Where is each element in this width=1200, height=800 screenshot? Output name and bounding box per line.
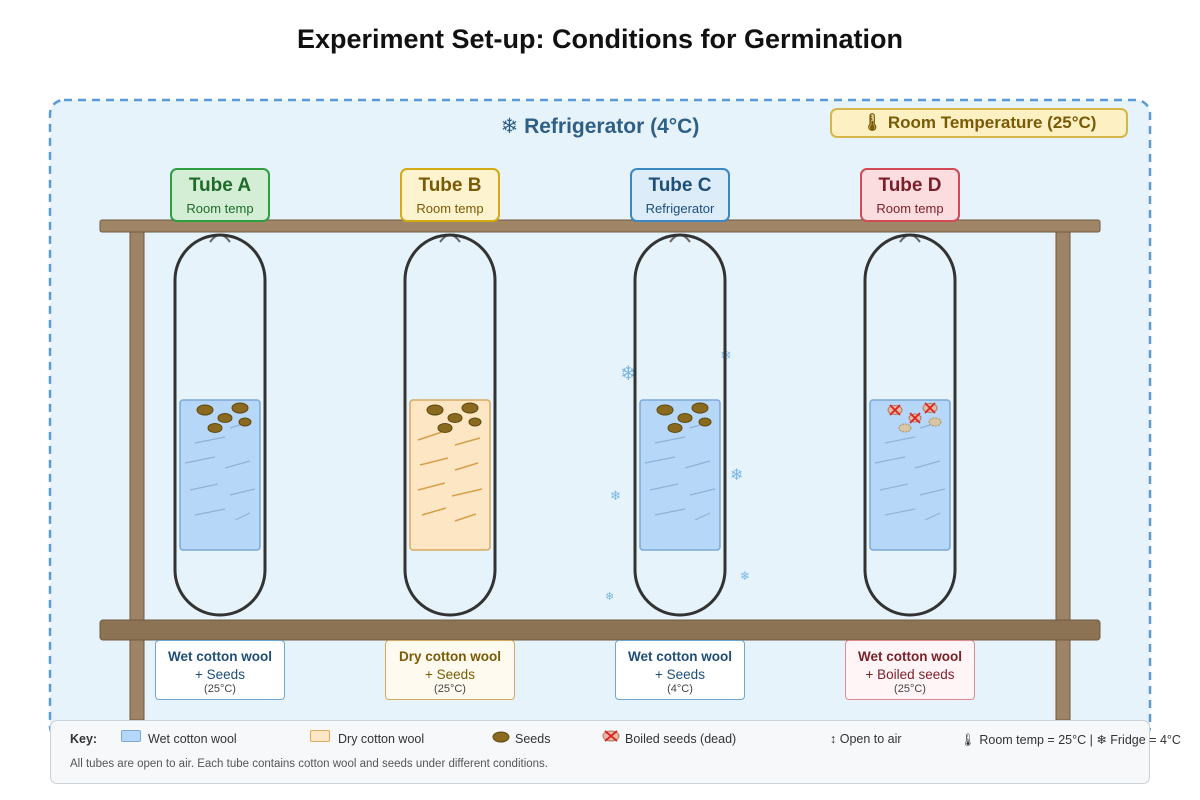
tube-a-glass [173,233,267,617]
room-temperature-badge: 🌡 Room Temperature (25°C) [830,108,1128,138]
wet-cotton-swatch [121,730,141,742]
key-note: All tubes are open to air. Each tube con… [70,758,548,770]
refrigerator-label: ❄ Refrigerator (4°C) [500,115,700,138]
tube-setting: Room temp [876,201,944,216]
seed [667,423,683,433]
refrigerator-zone [48,98,1152,742]
key-dry-label: Dry cotton wool [338,732,425,746]
condition-contents: + Boiled seeds [865,667,955,682]
page-title: Experiment Set-up: Conditions for Germin… [296,24,904,54]
seed [447,413,463,423]
condition-temp: (25°C) [434,683,466,695]
tube-a-cotton-wet [179,399,261,551]
seed [238,417,252,427]
seed [677,413,693,423]
tube-label-d: Tube D Room temp [860,168,960,222]
boiled-seed [898,423,912,433]
tube-c-cotton-wet [639,399,721,551]
key-seeds-label: Seeds [515,732,551,746]
rack-top-bar [99,219,1101,233]
seed [231,402,249,414]
seed [656,404,674,416]
dry-cotton-swatch [310,730,330,742]
key-title: Key: [70,732,98,746]
seed-icon [492,731,510,743]
snowflake-icon: ❄ [740,569,750,583]
key-panel: Key: Wet cotton wool Dry cotton wool See… [50,720,1181,784]
seed [698,417,712,427]
rack-leg-right [1055,219,1071,721]
condition-wool: Wet cotton wool [858,649,962,664]
seed [217,413,233,423]
tube-d-cotton-wet [869,399,951,551]
cotton-fibers [874,421,946,521]
condition-wool: Wet cotton wool [628,649,732,664]
tube-a [173,233,267,617]
snowflake-icon: ❄ [605,590,614,603]
condition-contents: + Seeds [425,667,475,682]
tube-c [633,233,727,617]
tube-b-glass [403,233,497,617]
tube-b [403,233,497,617]
boiled-seed [928,417,942,427]
condition-box-d: Wet cotton wool + Boiled seeds (25°C) [845,640,975,700]
seeds [426,402,482,433]
condition-contents: + Seeds [195,667,245,682]
boiled-seed [887,404,903,416]
condition-temp: (4°C) [667,683,693,695]
snowflake-icon: ❄ [730,465,743,484]
rack-bottom-bar [99,619,1101,641]
condition-temp: (25°C) [894,683,926,695]
seeds [196,402,252,433]
cotton-fibers [417,431,483,522]
seed [691,402,709,414]
condition-contents: + Seeds [655,667,705,682]
tube-d [863,233,957,617]
condition-temp: (25°C) [204,683,236,695]
tube-setting: Refrigerator [645,201,715,216]
condition-box-b: Dry cotton wool + Seeds (25°C) [385,640,515,700]
snowflake-icon: ❄ [620,361,637,385]
seed [437,423,453,433]
boiled-seed [922,402,938,414]
condition-box-a: Wet cotton wool + Seeds (25°C) [155,640,285,700]
tube-c-glass [633,233,727,617]
seed [207,423,223,433]
seed [468,417,482,427]
tube-name: Tube D [878,175,942,196]
seed [196,404,214,416]
tube-d-glass [863,233,957,617]
key-wet-label: Wet cotton wool [148,732,237,746]
key-boiled-label: Boiled seeds (dead) [625,732,737,746]
boiled-seed-icon [602,730,620,742]
rack-leg-left [129,219,145,721]
tube-name: Tube B [418,175,482,196]
boiled-seeds [887,402,942,433]
snowflake-icon: ❄ [610,489,621,504]
seeds [656,402,712,433]
condition-wool: Dry cotton wool [399,649,501,664]
condition-box-c: Wet cotton wool + Seeds (4°C) [615,640,745,700]
condition-wool: Wet cotton wool [168,649,272,664]
tube-name: Tube C [648,175,712,196]
key-temperatures-label: 🌡 Room temp = 25°C | ❄ Fridge = 4°C [960,733,1181,747]
tube-label-a: Tube A Room temp [170,168,270,222]
seed [426,404,444,416]
tube-label-c: Tube C Refrigerator [630,168,730,222]
tube-name: Tube A [188,175,252,196]
tube-setting: Room temp [186,201,254,216]
boiled-seed [908,412,922,424]
tube-setting: Room temp [416,201,484,216]
tube-label-b: Tube B Room temp [400,168,500,222]
key-open-air-label: ↕ Open to air [830,732,902,746]
seed [461,402,479,414]
